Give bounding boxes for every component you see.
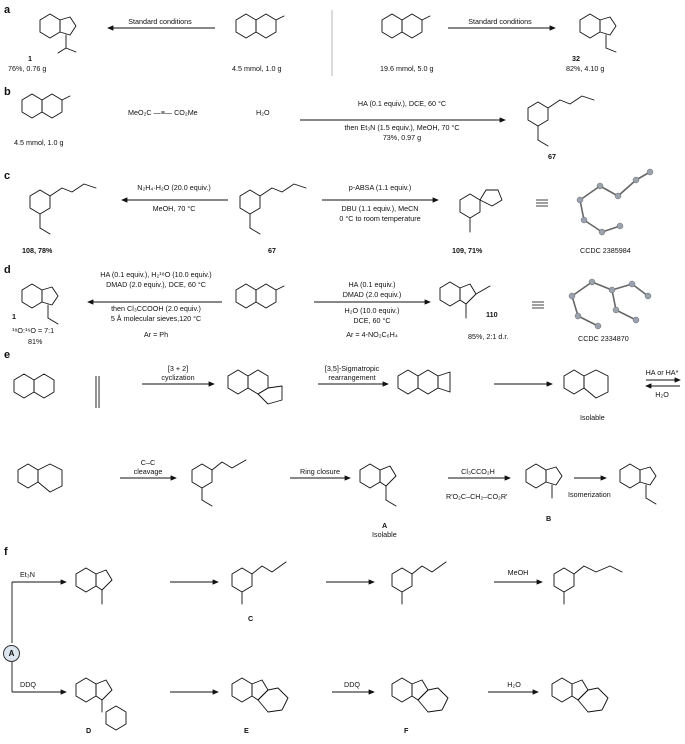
panel-b-yield: 73%, 0.97 g (382, 133, 422, 142)
panel-a-product1-number: 1 (28, 54, 32, 63)
panel-a-condition-right: Standard conditions (468, 17, 532, 26)
panel-c-right-product: 109, 71% (452, 246, 483, 255)
panel-a-sm1-amount: 4.5 mmol, 1.0 g (232, 64, 282, 73)
panel-f-ddq-2: DDQ (344, 680, 360, 689)
panel-a-sm2-amount: 19.6 mmol, 5.0 g (380, 64, 434, 73)
panel-e-cl3-acid: Cl₃CCO₂H (461, 467, 495, 476)
panel-label-b: b (4, 86, 11, 98)
panel-e-isolable-1: Isolable (580, 413, 605, 422)
panel-d-left-ar: Ar = Ph (143, 330, 169, 339)
panel-e-label-A: A (382, 521, 388, 530)
panel-d-product2-number: 110 (486, 310, 498, 319)
panel-d-right-condition-2: DMAD (2.0 equiv.) (342, 290, 402, 299)
panel-d-isotope-ratio: ¹⁸O:¹⁶O = 7:1 (12, 326, 55, 335)
panel-d-left-condition-4: 5 Å molecular sieves,120 °C (110, 314, 202, 323)
panel-e-isolable-2: Isolable (372, 530, 397, 539)
panel-e-cc-cleavage: C–C (140, 458, 156, 467)
panel-b-product-number: 67 (548, 152, 556, 161)
panel-d-right-ar: Ar = 4-NO₂C₆H₄ (346, 330, 398, 339)
panel-b-alkyne-reagent: MeO₂C —≡— CO₂Me (128, 108, 198, 117)
crystal-structure-110 (568, 278, 652, 330)
panel-label-e: e (4, 349, 11, 361)
panel-c-ccdc: CCDC 2385984 (580, 246, 631, 255)
panel-label-a: a (4, 4, 11, 16)
panel-f-label-C: C (248, 614, 254, 623)
panel-b-condition-1: HA (0.1 equiv.), DCE, 60 °C (357, 99, 447, 108)
panel-a-structures (39, 10, 617, 76)
panel-label-d: d (4, 264, 11, 276)
panel-d-right-condition-1: HA (0.1 equiv.) (348, 280, 396, 289)
panel-c-center-number: 67 (268, 246, 276, 255)
panel-c-right-condition-1: p-ABSA (1.1 equiv.) (348, 183, 412, 192)
panel-d-product2-yield: 85%, 2:1 d.r. (468, 332, 509, 341)
panel-b-water: H₂O (256, 108, 270, 117)
panel-d-product1-yield: 81% (28, 337, 43, 346)
panel-d-left-condition-3: then Cl₃CCOOH (2.0 equiv.) (111, 304, 201, 313)
panel-c-left-condition-1: N₂H₄·H₂O (20.0 equiv.) (137, 183, 211, 192)
panel-b-structures (21, 93, 595, 147)
crystal-structure-109 (576, 168, 654, 236)
panel-e-label-B: B (546, 514, 552, 523)
panel-e-ring-closure: Ring closure (300, 467, 340, 476)
panel-c-right-condition-3: 0 °C to room temperature (339, 214, 421, 223)
panel-a-product1-yield: 76%, 0.76 g (8, 64, 47, 73)
panel-c-right-condition-2: DBU (1.1 equiv.), MeCN (341, 204, 419, 213)
panel-f-water: H₂O (507, 680, 521, 689)
panel-d-left-condition-2: DMAD (2.0 equiv.), DCE, 60 °C (106, 280, 206, 289)
panel-f-et3n: Et₃N (20, 570, 35, 579)
panel-e-step2: [3,5]-Sigmatropic (324, 364, 380, 373)
panel-d-product1-number: 1 (12, 312, 16, 321)
panel-f-meoh: MeOH (507, 568, 529, 577)
panel-e-byproduct: R′O₂C–CH₂–CO₂R′ (446, 492, 508, 501)
panel-e-isomerization: Isomerization (568, 490, 611, 499)
panel-e-ha-label: HA or HA* (645, 368, 679, 377)
panel-c-structures (29, 168, 654, 236)
panel-d-left-condition-1: HA (0.1 equiv.), H₂¹⁸O (10.0 equiv.) (100, 270, 212, 279)
panel-d-structures (21, 278, 652, 330)
panel-f-label-E: E (244, 726, 249, 735)
panel-f-label-F: F (404, 726, 409, 735)
panel-e-step1-b: cyclization (161, 373, 195, 382)
panel-d-right-condition-4: DCE, 60 °C (353, 316, 391, 325)
panel-a-product2-number: 32 (572, 54, 580, 63)
panel-a-product2-yield: 82%, 4.10 g (566, 64, 605, 73)
panel-e-cc-cleavage-2: cleavage (133, 467, 163, 476)
panel-f-structures (11, 561, 623, 731)
panel-label-c: c (4, 170, 11, 182)
panel-e-step1: [3 + 2] (167, 364, 189, 373)
panel-label-f: f (4, 546, 8, 558)
panel-a-condition-left: Standard conditions (128, 17, 192, 26)
panel-d-right-condition-3: H₂O (10.0 equiv.) (344, 306, 400, 315)
panel-d-ccdc: CCDC 2334870 (578, 334, 629, 343)
panel-b-sm-amount: 4.5 mmol, 1.0 g (14, 138, 64, 147)
panel-f-label-D: D (86, 726, 92, 735)
panel-e-structures (13, 369, 681, 507)
panel-b-condition-2: then Et₃N (1.5 equiv.), MeOH, 70 °C (344, 123, 460, 132)
panel-f-ddq-1: DDQ (20, 680, 36, 689)
intermediate-A-circle: A (3, 645, 20, 662)
panel-c-left-product: 108, 78% (22, 246, 53, 255)
panel-e-water: H₂O (655, 390, 669, 399)
panel-e-step2-b: rearrangement (328, 373, 376, 382)
panel-c-left-condition-2: MeOH, 70 °C (152, 204, 196, 213)
